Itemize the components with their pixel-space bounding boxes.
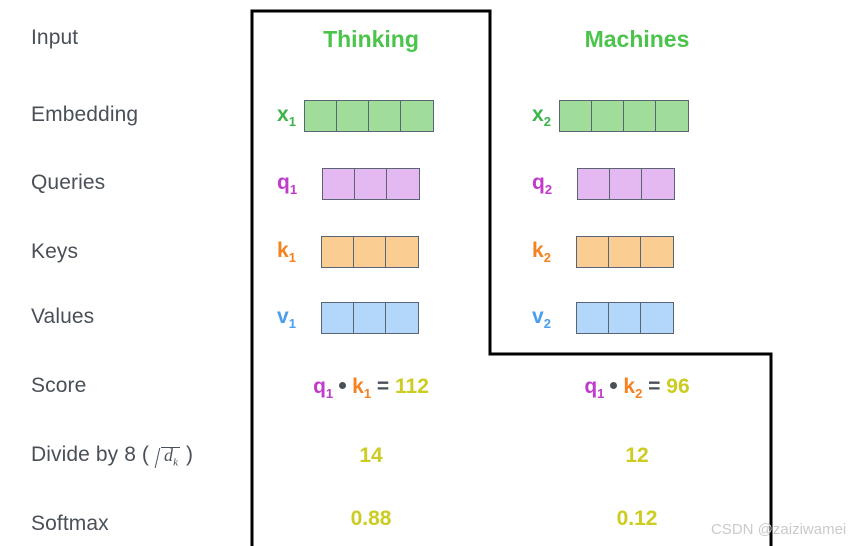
equals-sign-col1: = <box>376 375 390 398</box>
vector-v2-label: v2 <box>532 304 551 332</box>
vector-v1-label: v1 <box>277 304 296 332</box>
equals-sign-col2: = <box>648 375 661 398</box>
vector-x2-cells <box>558 100 689 132</box>
cell <box>623 101 656 131</box>
score-k-base-col1: k <box>352 375 364 398</box>
cell <box>578 169 611 199</box>
row-label-keys: Keys <box>31 240 79 263</box>
vector-k1-label: k1 <box>277 238 296 266</box>
divide-value-col1: 14 <box>359 444 383 467</box>
vector-k2-subscript: 2 <box>543 250 551 266</box>
score-k-term-col2: k2 <box>623 375 643 402</box>
divide-value-col2: 12 <box>625 444 649 467</box>
softmax-value-col1: 0.88 <box>350 507 392 530</box>
dot-product-icon <box>339 382 347 390</box>
cell <box>655 101 688 131</box>
vector-k2: k2 <box>532 236 674 268</box>
row-label-values: Values <box>31 305 95 328</box>
cell <box>353 237 386 267</box>
score-q-term-col1: q1 <box>313 375 334 402</box>
score-expression-col2: q1 k2 = 96 <box>548 375 726 401</box>
cell <box>321 303 354 333</box>
vector-q1-cells <box>322 168 421 200</box>
row-label-softmax: Softmax <box>31 512 109 535</box>
divide-label-suffix: ) <box>185 443 194 466</box>
row-label-input: Input <box>31 26 79 49</box>
score-k-base-col2: k <box>623 375 636 398</box>
row-label-score: Score <box>31 374 87 397</box>
cell <box>610 169 643 199</box>
cell <box>400 101 433 131</box>
vector-x2-subscript: 2 <box>543 114 551 130</box>
cell <box>323 169 356 199</box>
watermark-text: CSDN @zaiziwamei <box>711 521 847 538</box>
vector-v1: v1 <box>277 302 419 334</box>
score-k-sub-col2: 2 <box>635 386 643 402</box>
dk-base: d <box>163 445 174 465</box>
cell <box>608 303 641 333</box>
sqrt-dk-icon: dk <box>155 445 181 469</box>
divide-label-text: Divide by 8 ( <box>31 443 150 466</box>
score-q-term-col2: q1 <box>584 375 605 402</box>
vector-k1-subscript: 1 <box>288 250 296 266</box>
dot-product-icon <box>610 382 618 390</box>
vector-q1: q1 <box>277 168 421 200</box>
score-q-sub-col2: 1 <box>597 386 605 402</box>
cell <box>608 237 641 267</box>
cell <box>304 101 337 131</box>
vector-x2-label: x2 <box>532 102 551 130</box>
cell <box>387 169 420 199</box>
score-k-sub-col1: 1 <box>363 386 372 402</box>
cell <box>355 169 388 199</box>
cell <box>559 101 592 131</box>
vector-k1: k1 <box>277 236 419 268</box>
vector-v1-subscript: 1 <box>288 316 296 332</box>
score-q-base-col1: q <box>313 375 326 398</box>
vector-q2-label: q2 <box>532 170 553 198</box>
vector-q2-cells <box>577 168 676 200</box>
vector-k1-cells <box>320 236 419 268</box>
cell <box>385 303 418 333</box>
vector-q2: q2 <box>532 168 676 200</box>
vector-x1-cells <box>303 100 434 132</box>
row-label-queries: Queries <box>31 171 106 194</box>
cell <box>385 237 418 267</box>
softmax-value-col2: 0.12 <box>616 507 658 530</box>
cell <box>640 237 673 267</box>
vector-x1: x1 <box>277 100 434 132</box>
cell <box>576 303 609 333</box>
vector-v2-subscript: 2 <box>543 316 551 332</box>
cell <box>642 169 675 199</box>
score-value-col1: 112 <box>395 375 429 398</box>
vector-x1-subscript: 1 <box>288 114 296 130</box>
dk-subscript: k <box>173 456 179 469</box>
vector-q1-label: q1 <box>277 170 298 198</box>
column-header-machines: Machines <box>584 26 690 52</box>
cell <box>336 101 369 131</box>
vector-q2-subscript: 2 <box>544 182 553 198</box>
score-value-col2: 96 <box>666 375 690 398</box>
row-label-embedding: Embedding <box>31 103 139 126</box>
vector-q1-subscript: 1 <box>289 182 298 198</box>
row-label-divide-by-8: Divide by 8 ( dk ) <box>31 443 193 469</box>
vector-v2: v2 <box>532 302 674 334</box>
vector-x1-label: x1 <box>277 102 296 130</box>
vector-x2: x2 <box>532 100 689 132</box>
vector-k2-cells <box>575 236 674 268</box>
cell <box>640 303 673 333</box>
score-k-term-col1: k1 <box>352 375 372 402</box>
vector-v2-cells <box>575 302 674 334</box>
cell <box>591 101 624 131</box>
score-q-sub-col1: 1 <box>325 386 334 402</box>
vector-k2-label: k2 <box>532 238 551 266</box>
cell <box>368 101 401 131</box>
cell <box>576 237 609 267</box>
cell <box>353 303 386 333</box>
vector-v1-cells <box>320 302 419 334</box>
column-header-thinking: Thinking <box>323 26 419 52</box>
cell <box>321 237 354 267</box>
score-q-base-col2: q <box>584 375 598 398</box>
